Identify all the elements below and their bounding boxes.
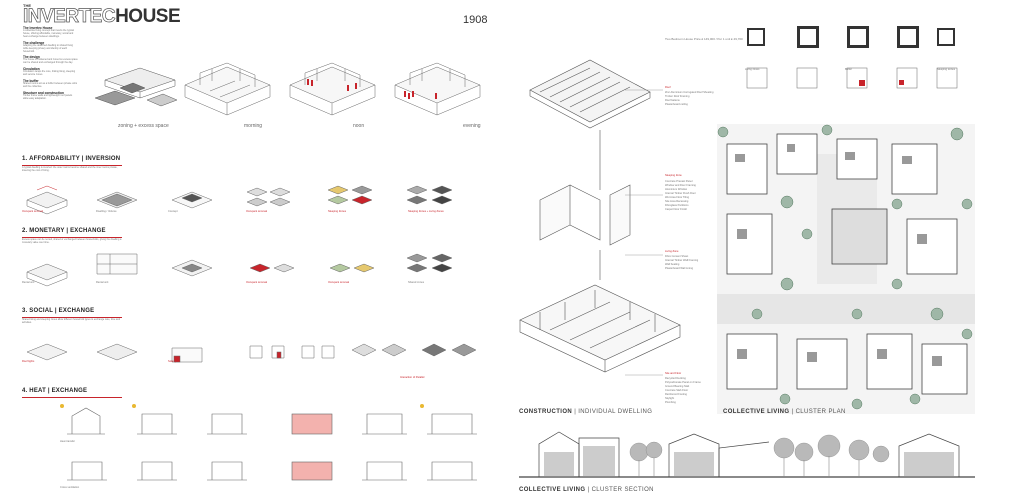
plan-type-label: Sleeping Zones [937,68,956,71]
cluster-section-label: COLLECTIVE LIVING | CLUSTER SECTION [519,487,654,493]
spec-line: Aluminium Window [665,188,688,191]
spec-heading-sleeping: Sleeping Zone [665,174,682,177]
caption: Rental unit [96,281,109,284]
spec-line: Zinc Aluminium Corrugated Roof Sheeting [665,91,714,94]
right-board: Two Bedroom House Price £ 149,000 / Per … [505,0,1010,500]
intro-heading: The Invertec House [23,26,53,30]
intro-paragraph: A collective living concept that inverts… [23,29,74,38]
spec-line: Recycled Decking [665,377,686,380]
left-board: THE INVERTECHOUSE 1908 The Invertec Hous… [22,3,488,489]
cluster-plan-label: COLLECTIVE LIVING | CLUSTER PLAN [723,409,846,415]
spec-line: Skylight [665,397,675,400]
board-title: INVERTECHOUSE [23,6,181,27]
leader-lines [625,89,663,376]
spec-line: Window and Door Framing [665,184,696,187]
spec-line: Plumbing [665,401,676,404]
caption: Solar gain [168,360,180,363]
caption: Roof lights [22,360,35,363]
heat-section-row-1 [60,404,477,435]
year-label: 1908 [463,14,488,26]
morning-label: morning [244,123,263,129]
section-rule [22,317,122,318]
plan-type-label: Living zones [745,68,760,71]
noon-axonometric [289,62,376,116]
noon-label: noon [353,123,365,129]
spec-line: Fibreglass Partitions [665,204,689,207]
caption: Occupant removal [22,210,44,213]
section-rule [22,397,122,398]
intro-paragraph: Circulation wraps the core, linking livi… [23,70,76,77]
spec-line: Carpet Floor Finish [665,208,688,211]
plan-type-label: Buffer [845,68,852,71]
title-prefix: THE [23,3,31,8]
caption: Cross ventilation [60,486,80,489]
cluster-plan [717,124,975,414]
intro-text-column: The Invertec House A collective living c… [23,24,78,101]
evening-label: evening [463,123,481,129]
exploded-axonometric [519,59,681,373]
monetary-diagram-row [26,253,453,287]
spec-line: Concrete Precast Panel [665,180,693,183]
affordability-diagram-row [26,185,453,215]
intro-paragraph: Shared rooms act as a buffer between pri… [23,82,78,88]
section-rule [22,165,122,166]
spec-line: Fibre Cement Sheet [665,255,689,258]
section-text: Excess space can be rented, shared or ex… [22,238,122,244]
spec-line: Roof battens [665,99,680,102]
caption: Occupant removal [246,210,268,213]
caption: Sleeping Zones [328,210,347,213]
zoning-label: zoning + excess space [118,123,169,129]
caption: Occupant removal [246,281,268,284]
spec-line: Polycarbonate Panel on Frame [665,381,701,384]
section-heading-affordability: 1. AFFORDABILITY | INVERSION [22,156,121,162]
spec-line: Internal Timber Wall Framing [665,259,699,262]
caption: Dwelling / Volume [96,210,117,213]
spec-heading-roof: Roof [665,86,671,89]
caption: Sleeping Zones + Living Zones [408,210,444,213]
spec-line: Timber Roof Framing [665,95,690,98]
typology-text: Two Bedroom House Price £ 149,000 / Per … [665,37,743,41]
intro-paragraph: Adapting the detached dwelling to shared… [23,43,73,53]
spec-heading-living: Living Zone [665,250,679,253]
zoning-axonometric [94,67,178,107]
section-rule [22,237,122,238]
section-heading-social: 3. SOCIAL | EXCHANGE [22,308,95,314]
spec-line: Reinforced Footing [665,393,687,396]
spec-heading-site: Site and Floor [665,372,682,375]
intro-heading: The design [23,55,40,60]
caption: Occupant removal [328,281,350,284]
intro-heading: The challenge [23,40,45,45]
caption: Heat transfer [60,440,75,443]
cluster-section [519,431,975,478]
section-heading-heat: 4. HEAT | EXCHANGE [22,388,88,394]
section-heading-monetary: 2. MONETARY | EXCHANGE [22,228,106,234]
intro-paragraph: The house is thickened and zoned so exce… [23,58,78,65]
intro-paragraph: Timber frame walls and lightweight roof … [23,93,73,100]
caption: Rental unit [22,281,35,284]
caption: Concept [168,210,178,213]
spec-line: Concrete Slab Floor [665,389,689,392]
spec-line: Plasterboard Wall Lining [665,267,694,270]
spec-line: Wet Area Floor Tiling [665,196,690,199]
morning-axonometric [184,62,271,116]
section-text: Shared living and sleeping zones allow d… [22,318,121,324]
plan-typology-icons [746,26,958,89]
evening-axonometric [394,62,481,116]
spec-line: Site Area Recessing [665,200,689,203]
section-text: A typical dwelling is inverted: the oute… [22,166,118,172]
title-outline: INVERTEC [23,6,116,27]
spec-line: Wall Sealing [665,263,680,266]
spec-line: Internal Timber Flush Door [665,192,696,195]
caption: Interaction of Parallel [400,376,425,379]
caption: Shared zones [408,281,425,284]
construction-label: CONSTRUCTION | INDIVIDUAL DWELLING [519,409,653,415]
heat-section-row-2 [67,461,477,481]
title-solid: HOUSE [115,6,181,27]
intro-heading: The buffer [23,79,39,84]
spec-line: Ground Bearing Slab [665,385,690,388]
intro-heading: Circulation [23,67,40,72]
social-diagram-row [26,343,477,363]
spec-line: Plasterboard ceiling [665,103,688,106]
intro-heading: Structure and construction [23,90,64,95]
